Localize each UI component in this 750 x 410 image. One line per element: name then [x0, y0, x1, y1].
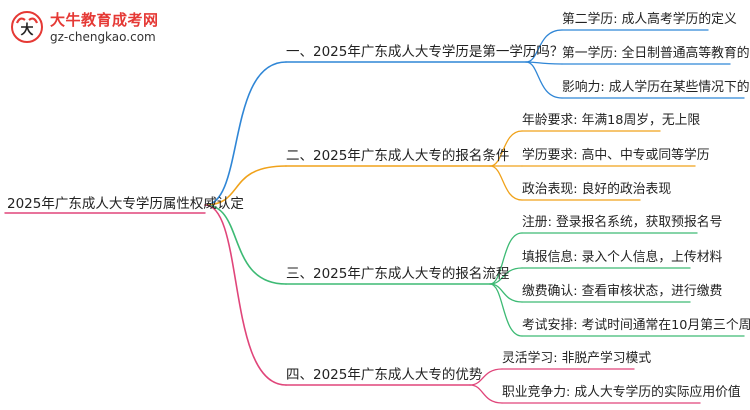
- branch-3-label: 三、2025年广东成人大专的报名流程: [286, 266, 510, 282]
- branch-2-leaf-3: 政治表现: 良好的政治表现: [522, 182, 672, 197]
- branch-4-leaf-1: 灵活学习: 非脱产学习模式: [502, 351, 652, 366]
- branch-4-leaf-2: 职业竞争力: 成人大专学历的实际应用价值: [502, 385, 741, 400]
- branch-1-leaf-1: 第二学历: 成人高考学历的定义: [562, 12, 737, 27]
- site-logo: 大 大牛教育成考网 gz-chengkao.com: [6, 6, 166, 50]
- branch-2-curve: [204, 165, 287, 206]
- branch-3-curve: [204, 204, 287, 285]
- branch-2-label: 二、2025年广东成人大专的报名条件: [286, 148, 510, 164]
- branch-3-leaf-4: 考试安排: 考试时间通常在10月第三个周末: [522, 318, 750, 333]
- branch-3-leaf-2-curve: [489, 267, 523, 285]
- branch-3-leaf-1: 注册: 登录报名系统，获取预报名号: [522, 215, 723, 230]
- bull-logo-icon: 大: [11, 11, 43, 43]
- root-topic: 2025年广东成人大专学历属性权威认定: [7, 196, 244, 212]
- logo-title: 大牛教育成考网: [50, 11, 159, 29]
- branch-2-leaf-1: 年龄要求: 年满18周岁，无上限: [522, 113, 701, 128]
- svg-text:大: 大: [20, 22, 33, 38]
- branch-3-leaf-3: 缴费确认: 查看审核状态，进行缴费: [522, 284, 723, 299]
- branch-1-leaf-2: 第一学历: 全日制普通高等教育的学历: [562, 46, 750, 61]
- branch-3-leaf-2: 填报信息: 录入个人信息，上传材料: [522, 250, 723, 265]
- branch-2-leaf-2: 学历要求: 高中、中专或同等学历: [522, 148, 710, 163]
- branch-1-leaf-3: 影响力: 成人学历在某些情况下的地位: [562, 80, 750, 95]
- branch-2-leaf-1-curve: [489, 130, 523, 167]
- branch-1-label: 一、2025年广东成人大专学历是第一学历吗？: [286, 44, 564, 60]
- branch-4-leaf-2-curve: [469, 384, 503, 404]
- branch-4-leaf-1-curve: [469, 368, 503, 386]
- branch-1-leaf-3-curve: [525, 61, 563, 99]
- branch-3-leaf-4-curve: [489, 283, 523, 337]
- branch-1-curve: [204, 61, 287, 206]
- logo-url: gz-chengkao.com: [50, 30, 156, 44]
- branch-2-leaf-3-curve: [489, 165, 523, 201]
- branch-4-curve: [204, 204, 287, 386]
- branch-4-label: 四、2025年广东成人大专的优势: [286, 367, 483, 383]
- branch-3-leaf-1-curve: [489, 232, 523, 285]
- branch-1-leaf-1-curve: [525, 29, 563, 63]
